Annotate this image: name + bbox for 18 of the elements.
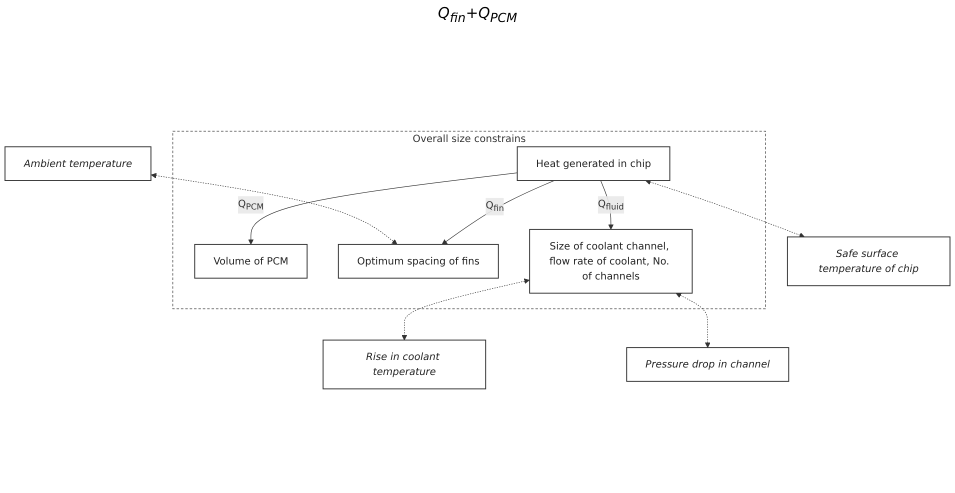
node-box: Safe surface temperature of chip bbox=[786, 236, 950, 286]
arrow bbox=[150, 172, 398, 245]
arrow bbox=[248, 172, 518, 245]
arrow bbox=[442, 180, 555, 245]
node-box: Heat generated in chip bbox=[516, 146, 670, 181]
node-box: Rise in coolant temperature bbox=[322, 340, 486, 390]
edge-label: Q$_{fluid}$ bbox=[598, 197, 624, 212]
node-box: Volume of PCM bbox=[194, 244, 308, 279]
arrow bbox=[645, 180, 805, 238]
node-box: Optimum spacing of fins bbox=[338, 244, 499, 279]
arrow bbox=[402, 278, 530, 340]
node-box: Size of coolant channel, flow rate of coolant, No. of channels bbox=[529, 228, 693, 294]
node-box: Pressure drop in channel bbox=[626, 347, 790, 382]
edge-label: Q$_{fin}$ bbox=[486, 199, 504, 214]
flow-label: Q$_{fin}$+Q$_{PCM}$ bbox=[438, 4, 518, 22]
edge-label: Q$_{PCM}$ bbox=[238, 197, 264, 212]
arrow bbox=[676, 293, 710, 348]
node-box: Ambient temperature bbox=[4, 146, 152, 181]
